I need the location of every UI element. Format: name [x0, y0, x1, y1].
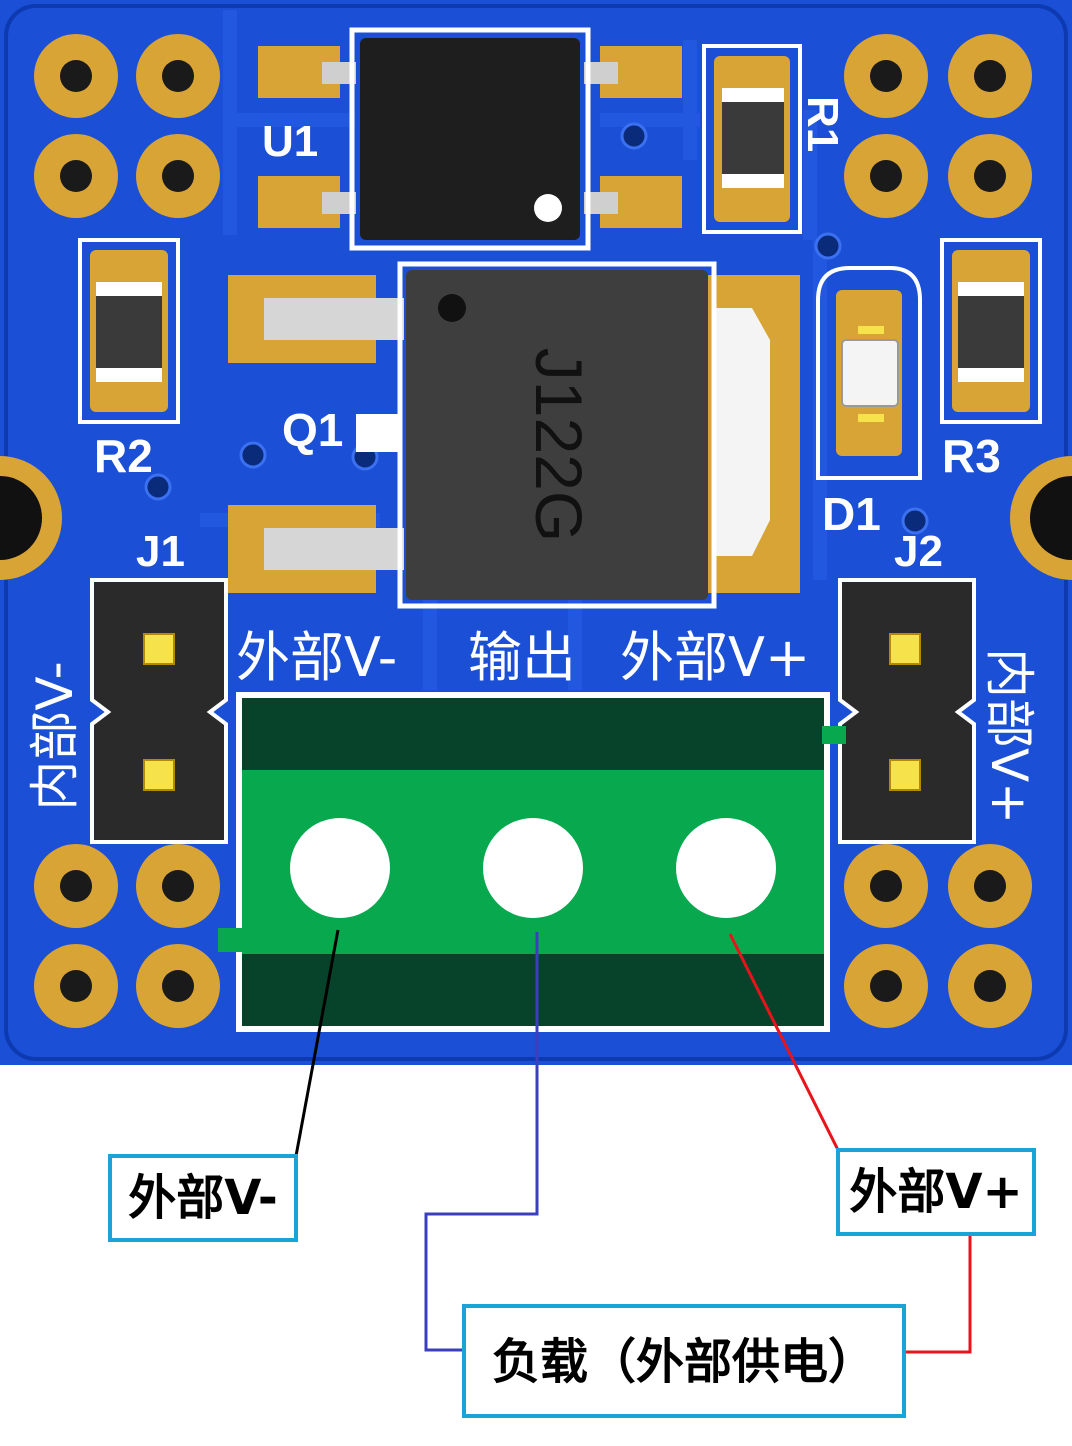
- callout-load: 负载（外部供电）: [462, 1304, 906, 1418]
- callout-ext-vplus: 外部V+: [836, 1148, 1036, 1236]
- q1-transistor: J122G: [228, 261, 800, 609]
- screw-terminal: [218, 692, 846, 1032]
- label-r3: R3: [942, 430, 1001, 482]
- wires: [294, 929, 972, 1354]
- silk-j2-side: 内部V+: [980, 648, 1038, 824]
- terminal-hole-output: [483, 818, 583, 918]
- silk-terminal-right: 外部V+: [620, 626, 810, 689]
- j1-jumper: [90, 578, 228, 844]
- q1-marking: J122G: [522, 348, 596, 542]
- silk-terminal-middle: 输出: [468, 626, 576, 689]
- u1-optocoupler: [258, 27, 682, 251]
- silkscreen: U1 R1 R2 R3 Q1 D1 J1 J2 外部V- 输出 外部V+ 内部V…: [26, 96, 1038, 824]
- label-j2: J2: [894, 527, 943, 576]
- terminal-hole-vminus: [290, 818, 390, 918]
- r3-resistor: [940, 238, 1042, 424]
- terminal-hole-vplus: [676, 818, 776, 918]
- wire-red: [728, 933, 840, 1151]
- callout-ext-vminus-text: 外部V-: [128, 1170, 278, 1226]
- header-pads: [34, 34, 1032, 1028]
- callout-load-text: 负载（外部供电）: [492, 1334, 876, 1390]
- wire-red-return: [906, 1234, 972, 1354]
- wire-black: [294, 929, 340, 1157]
- silk-terminal-left: 外部V-: [236, 626, 397, 689]
- d1-led: [816, 266, 922, 480]
- callout-ext-vplus-text: 外部V+: [849, 1164, 1022, 1220]
- silk-j1-side: 内部V-: [26, 661, 84, 810]
- j2-jumper: [838, 578, 976, 844]
- label-u1: U1: [262, 117, 318, 166]
- callout-ext-vminus: 外部V-: [108, 1154, 298, 1242]
- label-d1: D1: [822, 488, 881, 540]
- r2-resistor: [78, 238, 180, 424]
- label-r1: R1: [798, 96, 847, 152]
- wire-blue: [424, 932, 539, 1352]
- label-j1: J1: [136, 527, 185, 576]
- label-q1: Q1: [282, 404, 343, 456]
- label-r2: R2: [94, 430, 153, 482]
- r1-resistor: [702, 44, 802, 234]
